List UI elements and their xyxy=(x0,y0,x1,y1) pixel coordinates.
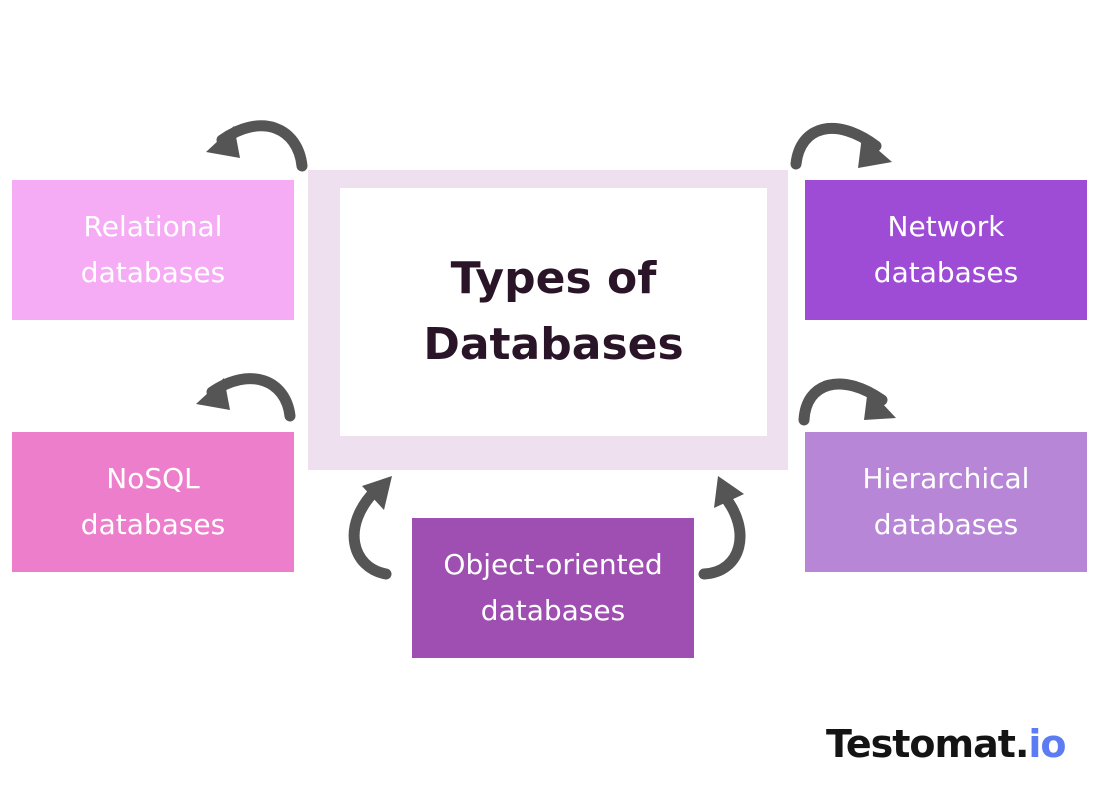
network-line2: databases xyxy=(873,256,1019,289)
center-box: Types of Databases xyxy=(340,188,767,436)
center-title-line1: Types of xyxy=(450,253,657,304)
relational-line2: databases xyxy=(80,256,226,289)
arrow-object-right-icon xyxy=(698,490,746,580)
arrowhead-hierarchical-icon xyxy=(864,388,896,420)
testomat-logo: Testomat.io xyxy=(826,722,1067,766)
network-line1: Network xyxy=(887,210,1005,243)
relational-databases-box: Relational databases xyxy=(12,180,294,320)
object-line1: Object-oriented xyxy=(443,548,663,581)
network-databases-box: Network databases xyxy=(805,180,1087,320)
arrowhead-nosql-icon xyxy=(196,378,230,410)
logo-main: Testomat. xyxy=(826,722,1029,766)
hierarchical-line2: databases xyxy=(873,508,1019,541)
arrowhead-network-icon xyxy=(858,136,892,168)
center-title: Types of Databases xyxy=(394,246,714,378)
arrowhead-relational-icon xyxy=(206,126,240,158)
relational-line1: Relational xyxy=(83,210,223,243)
nosql-line2: databases xyxy=(80,508,226,541)
center-title-line2: Databases xyxy=(423,319,684,370)
hierarchical-line1: Hierarchical xyxy=(862,462,1030,495)
logo-accent: io xyxy=(1028,722,1066,766)
object-oriented-databases-box: Object-oriented databases xyxy=(412,518,694,658)
hierarchical-databases-box: Hierarchical databases xyxy=(805,432,1087,572)
nosql-line1: NoSQL xyxy=(106,462,200,495)
nosql-databases-box: NoSQL databases xyxy=(12,432,294,572)
arrowhead-object-left-icon xyxy=(362,476,392,510)
arrowhead-object-right-icon xyxy=(714,476,744,508)
object-line2: databases xyxy=(480,594,626,627)
arrow-object-left-icon xyxy=(348,484,392,580)
